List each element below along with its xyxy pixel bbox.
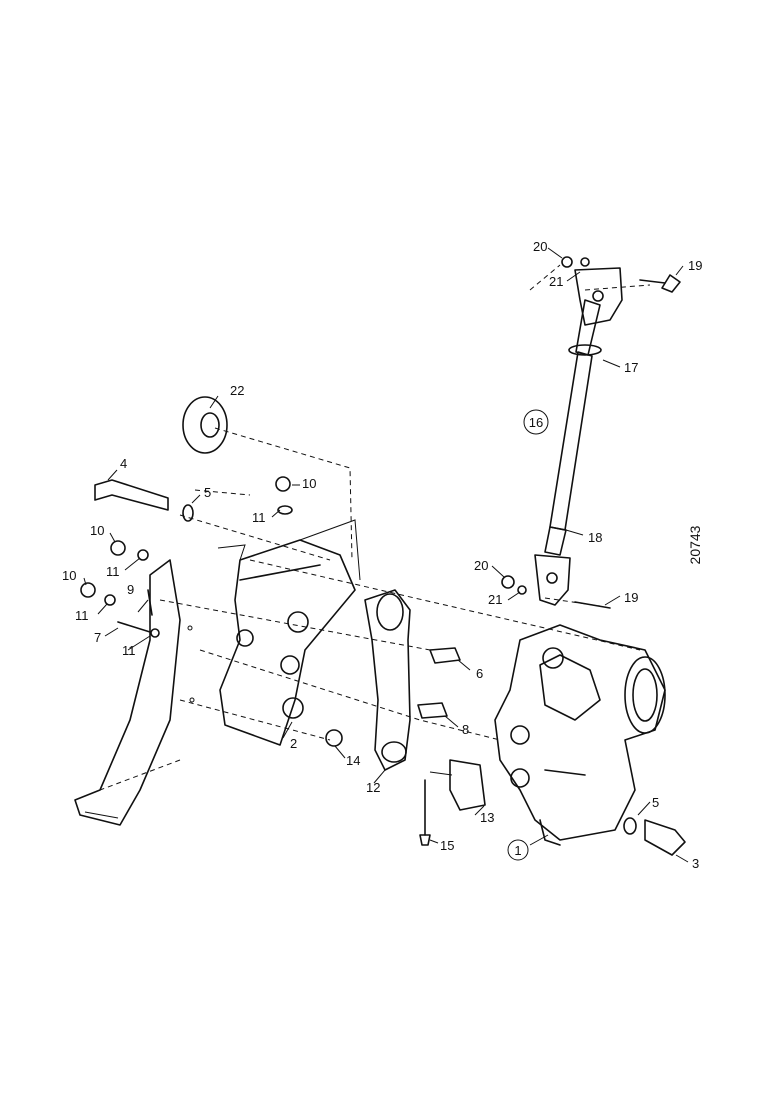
callout-13: 13 — [480, 810, 494, 825]
callout-5-lower: 5 — [652, 795, 659, 810]
callout-10-top: 10 — [302, 476, 316, 491]
callout-5-upper: 5 — [204, 485, 211, 500]
callout-17: 17 — [624, 360, 638, 375]
callout-16-circle — [523, 409, 549, 435]
callout-21-lower: 21 — [488, 592, 502, 607]
steering-box-2 — [217, 519, 361, 746]
callout-16: 16 — [529, 415, 543, 430]
drawing-reference-number: 20743 — [687, 525, 703, 564]
callout-4: 4 — [120, 456, 127, 471]
callout-19-upper: 19 — [688, 258, 702, 273]
callout-labels: 22 4 5 10 11 10 11 10 9 11 7 11 2 14 12 … — [62, 239, 702, 871]
callout-12: 12 — [366, 780, 380, 795]
pin-15 — [419, 779, 431, 846]
steering-shaft-16 — [501, 256, 681, 609]
callout-1: 1 — [514, 843, 521, 858]
steering-gear-1 — [494, 624, 666, 846]
callout-11-bottom: 11 — [122, 643, 136, 658]
callout-10-left-upper: 10 — [90, 523, 104, 538]
cover-plate-22 — [182, 396, 228, 454]
assembly-axis-lines — [99, 264, 651, 791]
nut-washer-set — [80, 476, 293, 638]
long-bolt-4 — [94, 479, 194, 522]
callout-20-upper: 20 — [533, 239, 547, 254]
callout-19-lower: 19 — [624, 590, 638, 605]
callout-8: 8 — [462, 722, 469, 737]
callout-18: 18 — [588, 530, 602, 545]
callout-14: 14 — [346, 753, 360, 768]
callout-15: 15 — [440, 838, 454, 853]
callout-10-left-lower: 10 — [62, 568, 76, 583]
callout-2: 2 — [290, 736, 297, 751]
pitman-arm-12 — [364, 589, 411, 771]
callout-11-left-lower: 11 — [75, 608, 89, 623]
callout-11-top: 11 — [252, 510, 266, 525]
nut-14 — [325, 729, 343, 747]
frame-bracket — [74, 559, 195, 826]
callout-3: 3 — [692, 856, 699, 871]
callout-1-circle — [507, 839, 529, 861]
callout-22: 22 — [230, 383, 244, 398]
callout-11-left-upper: 11 — [106, 564, 120, 579]
bolt-8 — [417, 702, 448, 719]
callout-21-upper: 21 — [549, 274, 563, 289]
bolt-3 — [623, 817, 686, 856]
callout-20-lower: 20 — [474, 558, 488, 573]
callout-7: 7 — [94, 630, 101, 645]
callout-9: 9 — [127, 582, 134, 597]
leader-lines — [83, 247, 689, 863]
drag-link-13 — [429, 759, 486, 811]
callout-6: 6 — [476, 666, 483, 681]
bolt-6 — [429, 647, 461, 664]
